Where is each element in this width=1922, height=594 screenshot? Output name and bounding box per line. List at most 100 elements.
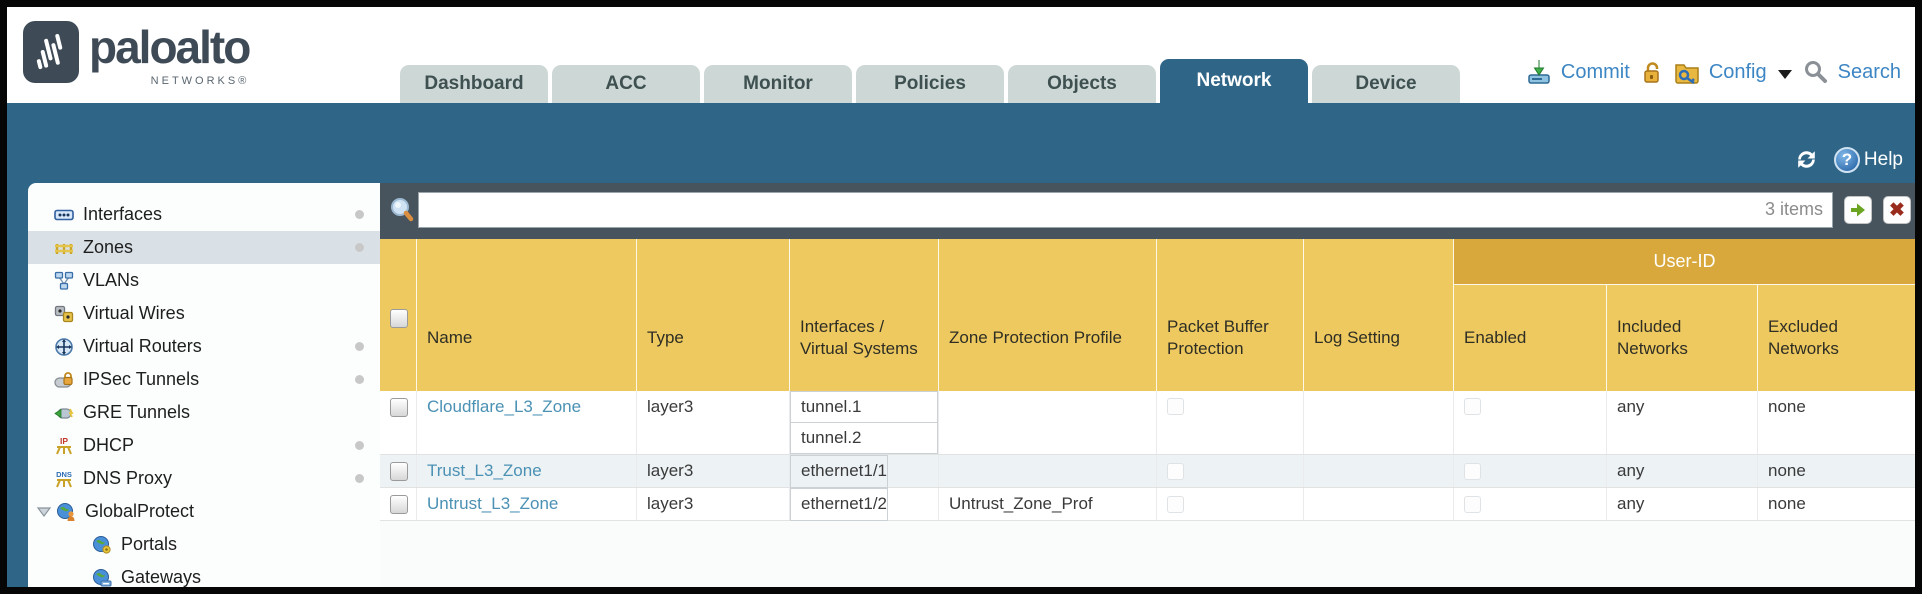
sidebar-item-dhcp[interactable]: IP DHCP bbox=[28, 429, 380, 462]
dns-proxy-icon: DNS bbox=[54, 469, 76, 489]
tab-dashboard[interactable]: Dashboard bbox=[400, 65, 548, 103]
sidebar-item-globalprotect[interactable]: GlobalProtect bbox=[28, 495, 380, 528]
dhcp-icon: IP bbox=[54, 436, 76, 456]
clear-filter-button[interactable]: ✖ bbox=[1883, 196, 1911, 224]
filter-input[interactable] bbox=[418, 192, 1833, 228]
packet-buffer-checkbox[interactable] bbox=[1167, 495, 1184, 513]
brand-name: paloalto bbox=[89, 21, 251, 73]
tab-network[interactable]: Network bbox=[1160, 59, 1308, 103]
sidebar-item-zones[interactable]: Zones bbox=[28, 231, 380, 264]
col-header-enabled[interactable]: Enabled bbox=[1454, 285, 1607, 391]
col-header-packet-buffer-protection[interactable]: Packet Buffer Protection bbox=[1157, 239, 1304, 391]
refresh-icon[interactable] bbox=[1793, 146, 1820, 173]
interface-item: ethernet1/2 bbox=[790, 487, 889, 521]
expand-triangle-icon[interactable] bbox=[36, 505, 52, 519]
search-icon[interactable] bbox=[1803, 59, 1829, 85]
config-dropdown-caret-icon[interactable] bbox=[1777, 69, 1792, 79]
sidebar-item-label: Virtual Routers bbox=[83, 336, 202, 356]
svg-text:DNS: DNS bbox=[56, 470, 72, 479]
tab-objects[interactable]: Objects bbox=[1008, 65, 1156, 103]
header-checkbox-cell bbox=[380, 239, 417, 391]
sidebar-item-label: DHCP bbox=[83, 435, 135, 455]
help-button[interactable]: ? Help bbox=[1833, 147, 1903, 173]
config-link[interactable]: Config bbox=[1708, 60, 1767, 83]
sidebar-item-virtual-routers[interactable]: Virtual Routers bbox=[28, 330, 380, 363]
brand: paloalto NETWORKS® bbox=[23, 21, 251, 87]
clear-x-icon: ✖ bbox=[1889, 199, 1905, 221]
packet-buffer-checkbox[interactable] bbox=[1167, 398, 1184, 415]
top-header: paloalto NETWORKS® Dashboard ACC Monitor… bbox=[7, 7, 1915, 103]
gateways-icon bbox=[92, 568, 114, 588]
zone-name-link[interactable]: Trust_L3_Zone bbox=[427, 461, 542, 480]
excluded-networks: none bbox=[1768, 461, 1806, 480]
apply-filter-button[interactable] bbox=[1844, 196, 1872, 224]
interface-item: tunnel.1 bbox=[790, 391, 938, 423]
sidebar-item-vlans[interactable]: VLANs bbox=[28, 264, 380, 297]
enabled-checkbox[interactable] bbox=[1464, 462, 1481, 480]
col-header-interfaces[interactable]: Interfaces / Virtual Systems bbox=[790, 239, 939, 391]
help-label: Help bbox=[1863, 149, 1903, 170]
tab-policies[interactable]: Policies bbox=[856, 65, 1004, 103]
sidebar-item-label: Portals bbox=[121, 534, 178, 554]
sidebar-item-dns-proxy[interactable]: DNS DNS Proxy bbox=[28, 462, 380, 495]
col-header-zone-protection-profile[interactable]: Zone Protection Profile bbox=[939, 239, 1157, 391]
included-networks: any bbox=[1607, 391, 1758, 454]
filter-toolbar: 3 items ✖ bbox=[384, 191, 1911, 229]
sidebar-item-portals[interactable]: Portals bbox=[28, 528, 380, 561]
paloalto-logo-icon bbox=[23, 21, 79, 83]
zone-interfaces-cell: tunnel.1 tunnel.2 bbox=[790, 391, 939, 454]
sidebar-item-interfaces[interactable]: Interfaces bbox=[28, 198, 380, 231]
col-header-log-setting[interactable]: Log Setting bbox=[1304, 239, 1454, 391]
row-checkbox[interactable] bbox=[390, 398, 408, 417]
log-setting bbox=[1304, 391, 1454, 454]
packet-buffer-checkbox[interactable] bbox=[1167, 462, 1184, 480]
excluded-networks: none bbox=[1768, 397, 1806, 416]
tab-acc[interactable]: ACC bbox=[552, 65, 700, 103]
zone-protection-profile bbox=[939, 391, 1157, 454]
status-dot bbox=[355, 342, 364, 351]
sidebar-item-virtual-wires[interactable]: Virtual Wires bbox=[28, 297, 380, 330]
commit-link[interactable]: Commit bbox=[1560, 60, 1630, 83]
row-checkbox[interactable] bbox=[390, 494, 408, 514]
table-row-untrust: Untrust_L3_Zone layer3 ethernet1/2 Untru… bbox=[380, 487, 1915, 521]
green-arrow-icon bbox=[1851, 203, 1865, 217]
sidebar-item-ipsec-tunnels[interactable]: IPSec Tunnels bbox=[28, 363, 380, 396]
interface-item: tunnel.2 bbox=[790, 422, 938, 454]
col-header-type[interactable]: Type bbox=[637, 239, 790, 391]
search-link[interactable]: Search bbox=[1837, 60, 1901, 83]
top-actions: Commit Config Search bbox=[1526, 59, 1901, 85]
sidebar-item-gateways[interactable]: Gateways bbox=[28, 561, 380, 587]
zone-name-link[interactable]: Untrust_L3_Zone bbox=[427, 494, 559, 513]
select-all-checkbox[interactable] bbox=[390, 309, 408, 328]
virtual-wires-icon bbox=[54, 304, 76, 324]
excluded-networks: none bbox=[1768, 494, 1806, 513]
gre-tunnels-icon bbox=[54, 403, 76, 423]
status-dot bbox=[355, 474, 364, 483]
user-id-group-header: User-ID bbox=[1454, 239, 1915, 285]
virtual-routers-icon bbox=[54, 337, 76, 357]
tab-device[interactable]: Device bbox=[1312, 65, 1460, 103]
col-header-name[interactable]: Name bbox=[417, 239, 637, 391]
content-area: Interfaces Zones VLANs Vir bbox=[7, 183, 1915, 587]
zone-name-link[interactable]: Cloudflare_L3_Zone bbox=[427, 397, 582, 416]
commit-icon[interactable] bbox=[1526, 59, 1552, 85]
row-checkbox[interactable] bbox=[390, 461, 408, 481]
lock-icon[interactable] bbox=[1639, 59, 1665, 85]
filter-input-wrap: 3 items bbox=[418, 192, 1833, 228]
col-header-excluded-networks[interactable]: Excluded Networks bbox=[1768, 316, 1839, 358]
included-networks: any bbox=[1607, 488, 1758, 520]
zones-table: Name Type Interfaces / Virtual Systems Z… bbox=[380, 239, 1915, 587]
enabled-checkbox[interactable] bbox=[1464, 495, 1481, 513]
tab-monitor[interactable]: Monitor bbox=[704, 65, 852, 103]
zone-type: layer3 bbox=[637, 391, 790, 454]
col-header-included-networks[interactable]: Included Networks bbox=[1607, 285, 1758, 391]
config-icon[interactable] bbox=[1674, 59, 1700, 85]
teal-band: ? Help bbox=[7, 103, 1915, 183]
left-teal-strip bbox=[7, 183, 28, 587]
user-id-group: User-ID Enabled Included Networks Exclud… bbox=[1454, 239, 1915, 391]
enabled-checkbox[interactable] bbox=[1464, 398, 1481, 415]
log-setting bbox=[1304, 488, 1454, 520]
sidebar-item-gre-tunnels[interactable]: GRE Tunnels bbox=[28, 396, 380, 429]
zone-interfaces-cell: ethernet1/1 bbox=[790, 454, 939, 488]
